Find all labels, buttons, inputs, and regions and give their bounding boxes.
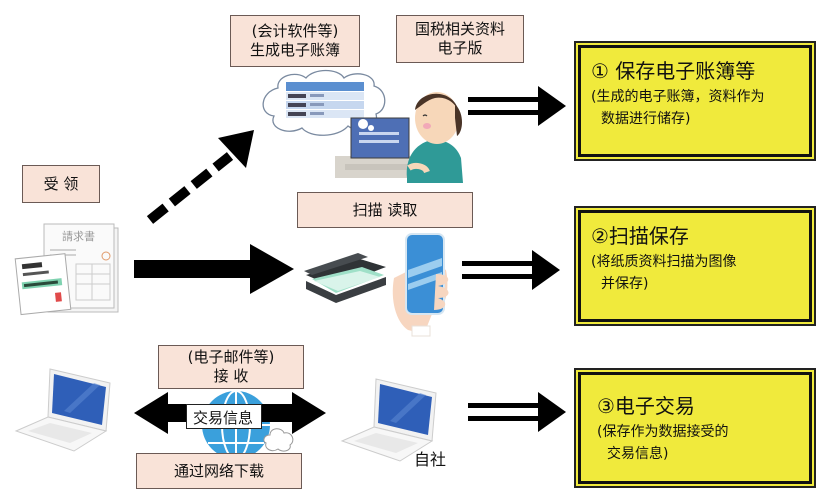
software-ledger-label: (会计软件等) 生成电子账簿 — [230, 15, 360, 67]
scan-read-label-text: 扫描 读取 — [352, 200, 418, 219]
software-ledger-line2: 生成电子账簿 — [249, 41, 340, 59]
email-receive-line1: (电子邮件等) — [187, 348, 275, 366]
software-ledger-line1: (会计软件等) — [251, 22, 339, 40]
person-at-computer-icon — [335, 92, 463, 183]
result-box-electronic-transaction: ③电子交易 (保存作为数据接受的 交易信息) — [578, 372, 812, 484]
scan-read-label: 扫描 读取 — [297, 192, 473, 228]
receive-label-text: 受 领 — [43, 174, 79, 193]
tax-documents-line2: 电子版 — [437, 39, 483, 57]
email-receive-label: (电子邮件等) 接 收 — [158, 345, 304, 389]
scanner-icon — [304, 253, 386, 303]
network-download-text: 通过网络下载 — [173, 461, 264, 480]
own-company-laptop-icon — [340, 378, 437, 462]
svg-text:請求書: 請求書 — [62, 229, 95, 243]
network-download-label: 通过网络下载 — [136, 453, 302, 489]
smartphone-in-hand-icon — [392, 233, 449, 337]
result-title: ① 保存电子账簿等 — [591, 59, 756, 83]
cloud-small-icon — [263, 428, 294, 452]
result-description-line1: (将纸质资料扫描为图像 — [591, 254, 737, 270]
dashed-arrow-up-right-icon — [146, 130, 254, 224]
result-arrow-3-icon — [468, 392, 566, 432]
result-box-electronic-ledger: ① 保存电子账簿等 (生成的电子账簿，资料作为 数据进行储存) — [578, 45, 812, 157]
result-title: ③电子交易 — [597, 394, 695, 418]
solid-arrow-right-icon — [134, 244, 294, 294]
result-box-scan-storage: ②扫描保存 (将纸质资料扫描为图像 并保存) — [578, 210, 812, 322]
result-description-line2: 并保存) — [601, 276, 649, 292]
result-arrow-1-icon — [468, 86, 566, 126]
email-receive-line2: 接 收 — [213, 367, 249, 385]
result-arrow-2-icon — [462, 250, 560, 290]
result-description-line1: (保存作为数据接受的 — [597, 424, 729, 440]
transaction-info-tag: 交易信息 — [186, 404, 262, 429]
laptop-icon — [14, 368, 111, 452]
tax-documents-line1: 国税相关资料 — [414, 20, 505, 38]
result-description-line2: 交易信息) — [607, 446, 669, 462]
result-description-line2: 数据进行储存) — [601, 111, 691, 127]
transaction-info-text: 交易信息 — [193, 409, 254, 427]
own-company-label: 自社 — [414, 450, 447, 469]
tax-documents-label: 国税相关资料 电子版 — [396, 15, 524, 63]
result-title: ②扫描保存 — [591, 224, 689, 248]
result-description-line1: (生成的电子账簿，资料作为 — [591, 89, 765, 105]
receive-label: 受 领 — [22, 165, 100, 203]
invoice-documents-icon: 請求書 — [14, 223, 119, 316]
